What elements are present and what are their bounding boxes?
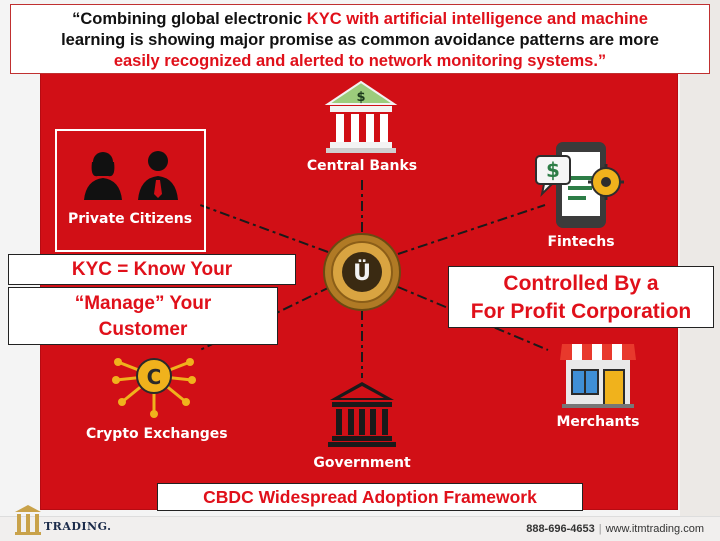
storefront-icon [560,344,636,408]
node-label-central-banks: Central Banks [306,158,418,174]
kyc-callout: KYC = Know Your [8,254,296,285]
footer-contact: 888-696-4653|www.itmtrading.com [526,523,704,535]
cbdc-coin-icon: Ü [323,233,401,311]
node-label-crypto-exchanges: Crypto Exchanges [86,426,228,442]
phone-fintech-icon: $ [535,142,624,228]
quote-part-4: easily recognized and alerted to network… [113,52,607,70]
private-citizens-frame [55,129,206,252]
svg-text:$: $ [546,158,560,182]
controlled-callout: Controlled By a For Profit Corporation [448,266,714,328]
node-label-private-citizens: Private Citizens [67,211,193,227]
quote-part-1: “Combining global electronic [72,10,307,28]
footer-website[interactable]: www.itmtrading.com [605,523,704,535]
link-fintechs [397,204,546,255]
bank-building-icon: $ [324,80,398,153]
svg-text:C: C [147,365,162,389]
brand-text: TRADING. [44,520,112,533]
footer-phone: 888-696-4653 [526,523,595,535]
node-label-merchants: Merchants [556,414,640,430]
quote-part-2: KYC with artificial intelligence and mac… [306,10,648,28]
itm-logo-icon [15,505,41,535]
government-building-icon [328,382,396,447]
manage-line-1: “Manage” Your [74,293,212,314]
quote-box: “Combining global electronic KYC with ar… [10,4,710,74]
footer-bar: 888-696-4653|www.itmtrading.com [0,516,720,541]
framework-title: CBDC Widespread Adoption Framework [157,483,583,511]
manage-callout: “Manage” Your Customer [8,287,278,345]
crypto-network-icon: C [112,358,196,418]
manage-line-2: Customer [98,319,188,340]
node-label-government: Government [313,455,411,471]
controlled-line-2: For Profit Corporation [470,300,692,323]
coin-letter: Ü [353,260,371,286]
node-label-fintechs: Fintechs [547,234,615,250]
controlled-line-1: Controlled By a [503,272,659,295]
people-icon [84,151,178,200]
svg-text:$: $ [356,90,365,105]
link-merchants [397,286,549,351]
link-private-citizens [199,204,329,253]
quote-part-3: learning is showing major promise as com… [61,31,659,49]
